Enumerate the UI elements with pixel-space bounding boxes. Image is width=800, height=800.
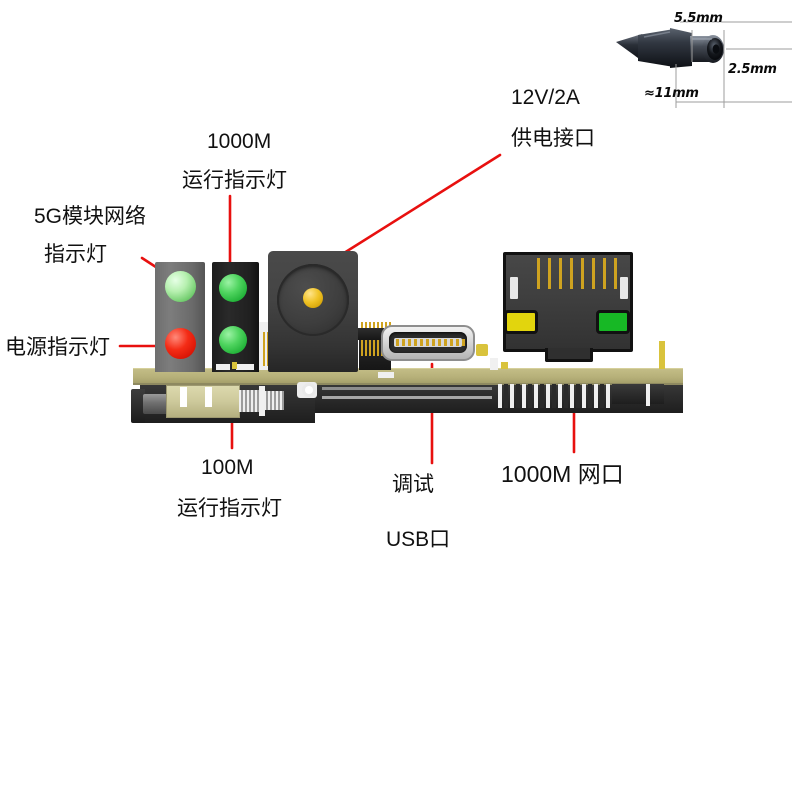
rj45-jack <box>503 252 633 352</box>
callout-label-5g-line1: 5G模块网络 <box>34 205 147 228</box>
callout-label-100m-line2: 运行指示灯 <box>177 497 282 520</box>
plug-dimension-inner: 2.5mm <box>728 62 777 77</box>
rj45-activity-led-green <box>596 310 630 334</box>
antenna-barrel <box>143 394 169 414</box>
dc-jack-center-pin <box>303 288 323 308</box>
header-top-cap <box>358 328 384 340</box>
rj45-link-led-yellow <box>504 310 538 334</box>
led-block-solder <box>232 362 237 369</box>
bottom-header-pins <box>498 384 610 408</box>
pcb-edge-shadow <box>133 383 683 385</box>
smd-part-1 <box>490 358 498 370</box>
antenna-cap <box>131 389 145 423</box>
callout-label-ethernet: 1000M 网口 <box>501 461 624 487</box>
rj45-clip-right <box>620 277 628 299</box>
usb-c-solder-pad <box>476 344 488 356</box>
board-trace-line <box>322 387 492 390</box>
callout-label-100m-line1: 100M <box>201 456 254 479</box>
callout-label-5g-line2: 指示灯 <box>44 243 107 266</box>
rj45-latch-notch <box>545 348 593 362</box>
board-trace-line-2 <box>322 396 492 399</box>
housing-slot-1 <box>180 387 187 407</box>
callout-label-usb-line2: USB口 <box>386 528 451 551</box>
rj45-clip-left <box>510 277 518 299</box>
callout-label-usb-line1: 调试 <box>392 473 434 496</box>
housing-slot-2 <box>205 387 212 407</box>
mount-hole-center <box>305 386 313 394</box>
connector-housing <box>166 385 240 418</box>
usb-c-pins <box>396 339 465 346</box>
usb-c-pcb-pad <box>378 372 394 378</box>
callout-label-1000m-line1: 1000M <box>207 130 272 153</box>
threaded-bushing-1 <box>239 390 260 412</box>
bushing-divider <box>259 386 265 416</box>
leader-power-jack <box>342 153 502 255</box>
100m-activity-led <box>219 326 247 354</box>
rj45-contact-pins <box>537 258 617 289</box>
pcb-right-pad <box>659 341 665 369</box>
led-block-pad-right <box>236 364 254 370</box>
callout-label-power-line1: 12V/2A <box>511 86 580 109</box>
smd-part-2 <box>501 362 508 369</box>
power-led <box>165 328 196 359</box>
dc-plug-illustration <box>616 21 792 108</box>
led-block-pad-left <box>216 364 230 370</box>
callout-label-power-led: 电源指示灯 <box>5 336 110 359</box>
dc-plug-inset: 5.5mm 2.5mm ≈11mm <box>616 6 796 112</box>
pcb-right-underside <box>612 384 664 404</box>
callout-label-power-line2: 供电接口 <box>511 127 595 150</box>
5g-network-led <box>165 271 196 302</box>
pcb-top-edge <box>133 368 683 384</box>
1000m-activity-led <box>219 274 247 302</box>
pcb-right-via <box>646 384 650 406</box>
callout-label-1000m-line2: 运行指示灯 <box>182 169 287 192</box>
threaded-bushing-2 <box>264 391 284 410</box>
plug-dimension-outer: 5.5mm <box>674 11 723 26</box>
plug-dimension-length: ≈11mm <box>644 86 699 101</box>
